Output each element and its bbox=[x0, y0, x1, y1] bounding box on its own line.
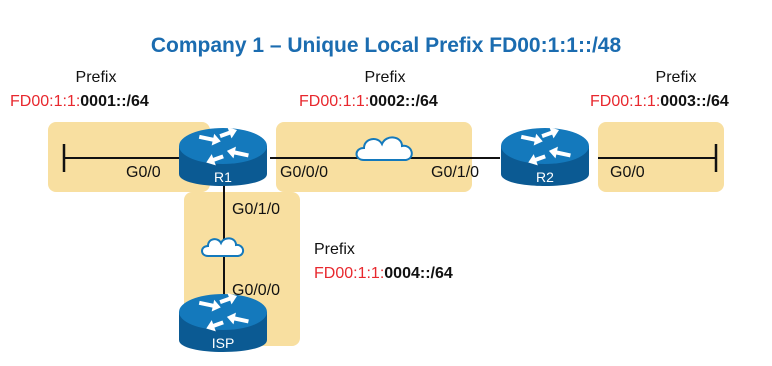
router-icon[interactable]: ISP bbox=[179, 290, 267, 352]
diagram-title: Company 1 – Unique Local Prefix FD00:1:1… bbox=[151, 34, 622, 57]
wan-cloud-icon bbox=[355, 136, 413, 161]
router-label-r2: R2 bbox=[536, 169, 554, 185]
interface-label: G0/0/0 bbox=[280, 164, 328, 181]
prefix-caption: Prefix bbox=[365, 69, 406, 86]
router-label-r1: R1 bbox=[214, 169, 232, 185]
interface-label: G0/1/0 bbox=[431, 164, 479, 181]
prefix-caption: Prefix bbox=[314, 241, 355, 258]
interface-label: G0/0 bbox=[610, 164, 645, 181]
interface-label: G0/0/0 bbox=[232, 282, 280, 299]
wan-cloud-icon bbox=[201, 237, 244, 257]
interface-label: G0/0 bbox=[126, 164, 161, 181]
prefix-caption: Prefix bbox=[656, 69, 697, 86]
router-label-isp: ISP bbox=[212, 335, 235, 351]
interface-label: G0/1/0 bbox=[232, 201, 280, 218]
prefix-value-1: FD00:1:1:0001::/64 bbox=[10, 93, 149, 110]
router-icon[interactable]: R1 bbox=[179, 124, 267, 186]
router-icon[interactable]: R2 bbox=[501, 124, 589, 186]
prefix-value-4: FD00:1:1:0004::/64 bbox=[314, 265, 453, 282]
prefix-caption: Prefix bbox=[76, 69, 117, 86]
prefix-value-2: FD00:1:1:0002::/64 bbox=[299, 93, 438, 110]
prefix-value-3: FD00:1:1:0003::/64 bbox=[590, 93, 729, 110]
